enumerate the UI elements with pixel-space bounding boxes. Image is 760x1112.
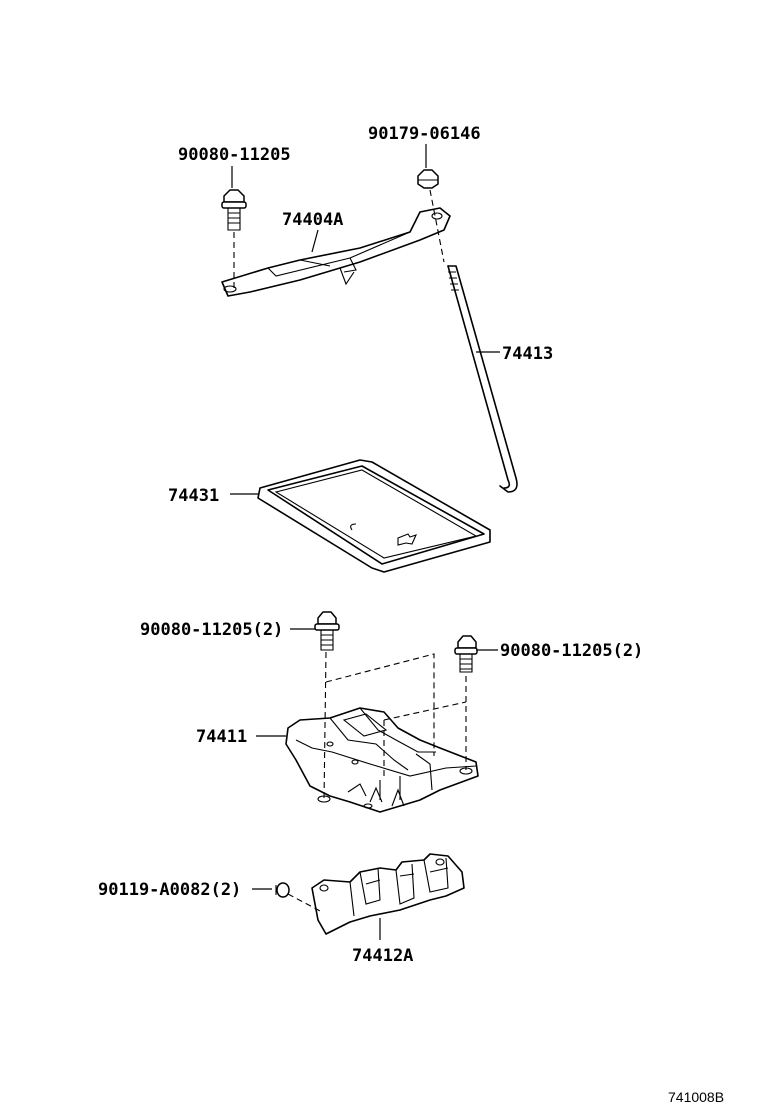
- label-bolt-top-left: 90080-11205: [178, 145, 291, 165]
- leader-lines: [230, 144, 500, 940]
- bolt-mid-right-icon: [454, 635, 478, 770]
- carrier-icon: [285, 707, 479, 813]
- label-rod: 74413: [502, 344, 553, 364]
- label-bracket: 74412A: [352, 946, 413, 966]
- bolt-top-left-icon: [221, 189, 247, 290]
- clamp-icon: [221, 207, 451, 297]
- label-bolt-mid-right: 90080-11205(2): [500, 641, 643, 661]
- leader-clamp: [311, 229, 319, 253]
- label-carrier: 74411: [196, 727, 247, 747]
- rod-icon: [447, 265, 518, 493]
- label-tray: 74431: [168, 486, 219, 506]
- bolt-mid-left-icon: [314, 611, 340, 801]
- label-diagram-code: 741008B: [668, 1089, 724, 1105]
- label-screw-bottom: 90119-A0082(2): [98, 880, 241, 900]
- label-clamp: 74404A: [282, 210, 343, 230]
- label-bolt-mid-left: 90080-11205(2): [140, 620, 283, 640]
- bracket-icon: [311, 853, 465, 935]
- label-nut-top-right: 90179-06146: [368, 124, 481, 144]
- nut-top-right-icon: [417, 169, 445, 263]
- tray-icon: [257, 459, 491, 573]
